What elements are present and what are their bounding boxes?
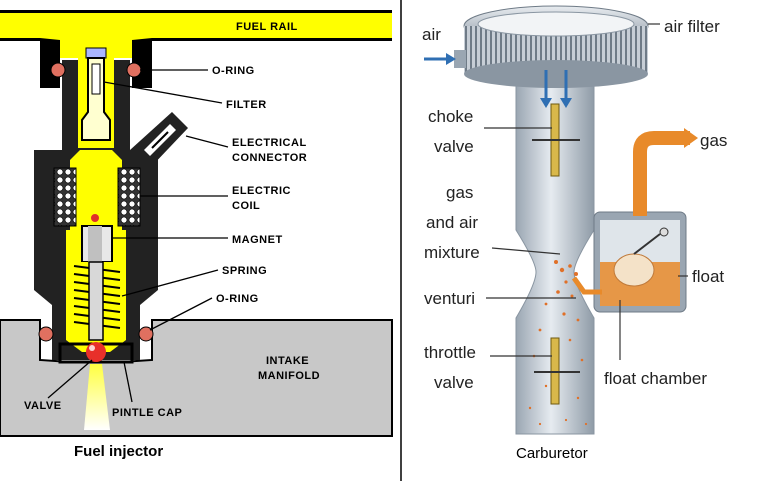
label-throttle-valve-1: throttle [424, 343, 476, 362]
magnet [81, 214, 113, 263]
label-mixture-2: and air [426, 213, 478, 232]
o-ring-bottom-right [138, 326, 154, 342]
throttle-valve [534, 337, 580, 405]
o-ring-top-left [50, 62, 66, 78]
carburetor-diagram: air air filter choke valve gas gas and a… [414, 0, 760, 462]
fuel-droplets [528, 260, 588, 426]
choke-valve [532, 103, 580, 177]
air-filter [463, 5, 649, 88]
spring [72, 261, 122, 341]
label-electrical-connector-1: ELECTRICAL [232, 137, 307, 149]
label-mixture-3: mixture [424, 243, 480, 262]
label-throttle-valve-2: valve [434, 373, 474, 392]
electrical-connector [130, 112, 188, 168]
label-electric-coil-2: COIL [232, 200, 260, 212]
label-o-ring-bottom: O-RING [216, 293, 259, 305]
o-ring-top-right [126, 62, 142, 78]
label-air: air [422, 25, 441, 44]
caption-fuel-injector: Fuel injector [74, 443, 163, 460]
label-choke-valve-1: choke [428, 107, 473, 126]
gas-pipe [633, 131, 690, 216]
float-chamber [593, 211, 687, 313]
label-mixture-1: gas [446, 183, 473, 202]
caption-carburetor: Carburetor [516, 445, 588, 462]
air-inlet-arrow [424, 50, 466, 68]
label-air-filter: air filter [664, 17, 720, 36]
electric-coil-left [53, 167, 77, 227]
fuel-spray [84, 364, 110, 430]
label-float: float [692, 267, 724, 286]
label-o-ring-top: O-RING [212, 65, 255, 77]
fuel-rail [0, 12, 392, 40]
filter [81, 47, 111, 141]
label-gas: gas [700, 131, 727, 150]
label-float-chamber: float chamber [604, 369, 707, 388]
label-magnet: MAGNET [232, 234, 283, 246]
label-valve: VALVE [24, 400, 62, 412]
o-ring-bottom-left [38, 326, 54, 342]
label-choke-valve-2: valve [434, 137, 474, 156]
electric-coil-right [117, 167, 141, 227]
pintle-cap [58, 342, 134, 364]
label-pintle-cap: PINTLE CAP [112, 407, 182, 419]
label-electrical-connector-2: CONNECTOR [232, 152, 307, 164]
valve-ball [86, 342, 106, 362]
label-spring: SPRING [222, 265, 267, 277]
fuel-feed-pipe [571, 276, 602, 295]
fuel-injector-diagram: FUEL RAIL O-RING FILTER ELECTRICAL CONNE… [0, 10, 393, 460]
carburetor-tube [515, 79, 595, 435]
label-venturi: venturi [424, 289, 475, 308]
label-electric-coil-1: ELECTRIC [232, 185, 291, 197]
float [613, 253, 655, 287]
label-fuel-rail: FUEL RAIL [236, 21, 298, 33]
label-filter: FILTER [226, 99, 267, 111]
label-intake-manifold-1: INTAKE [266, 355, 309, 367]
airflow-arrows [540, 70, 572, 108]
label-intake-manifold-2: MANIFOLD [258, 370, 320, 382]
